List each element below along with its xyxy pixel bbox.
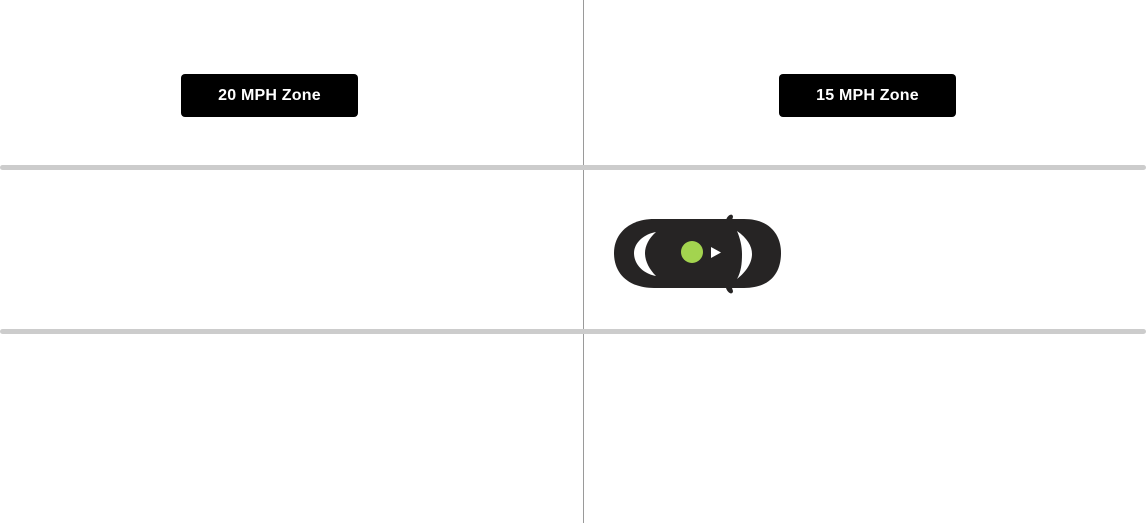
lane-line-top <box>0 165 1146 170</box>
car-top-view-icon <box>614 214 781 294</box>
lane-line-bottom <box>0 329 1146 334</box>
car-windshield <box>737 231 752 279</box>
zone-sign-label: 15 MPH Zone <box>816 86 919 104</box>
zone-divider <box>583 0 584 523</box>
zone-sign-label: 20 MPH Zone <box>218 86 321 104</box>
zone-sign-15mph: 15 MPH Zone <box>779 74 956 117</box>
direction-arrow-icon <box>711 247 721 258</box>
car-rear-window <box>634 232 656 276</box>
zone-sign-20mph: 20 MPH Zone <box>181 74 358 117</box>
player-indicator <box>681 241 703 263</box>
